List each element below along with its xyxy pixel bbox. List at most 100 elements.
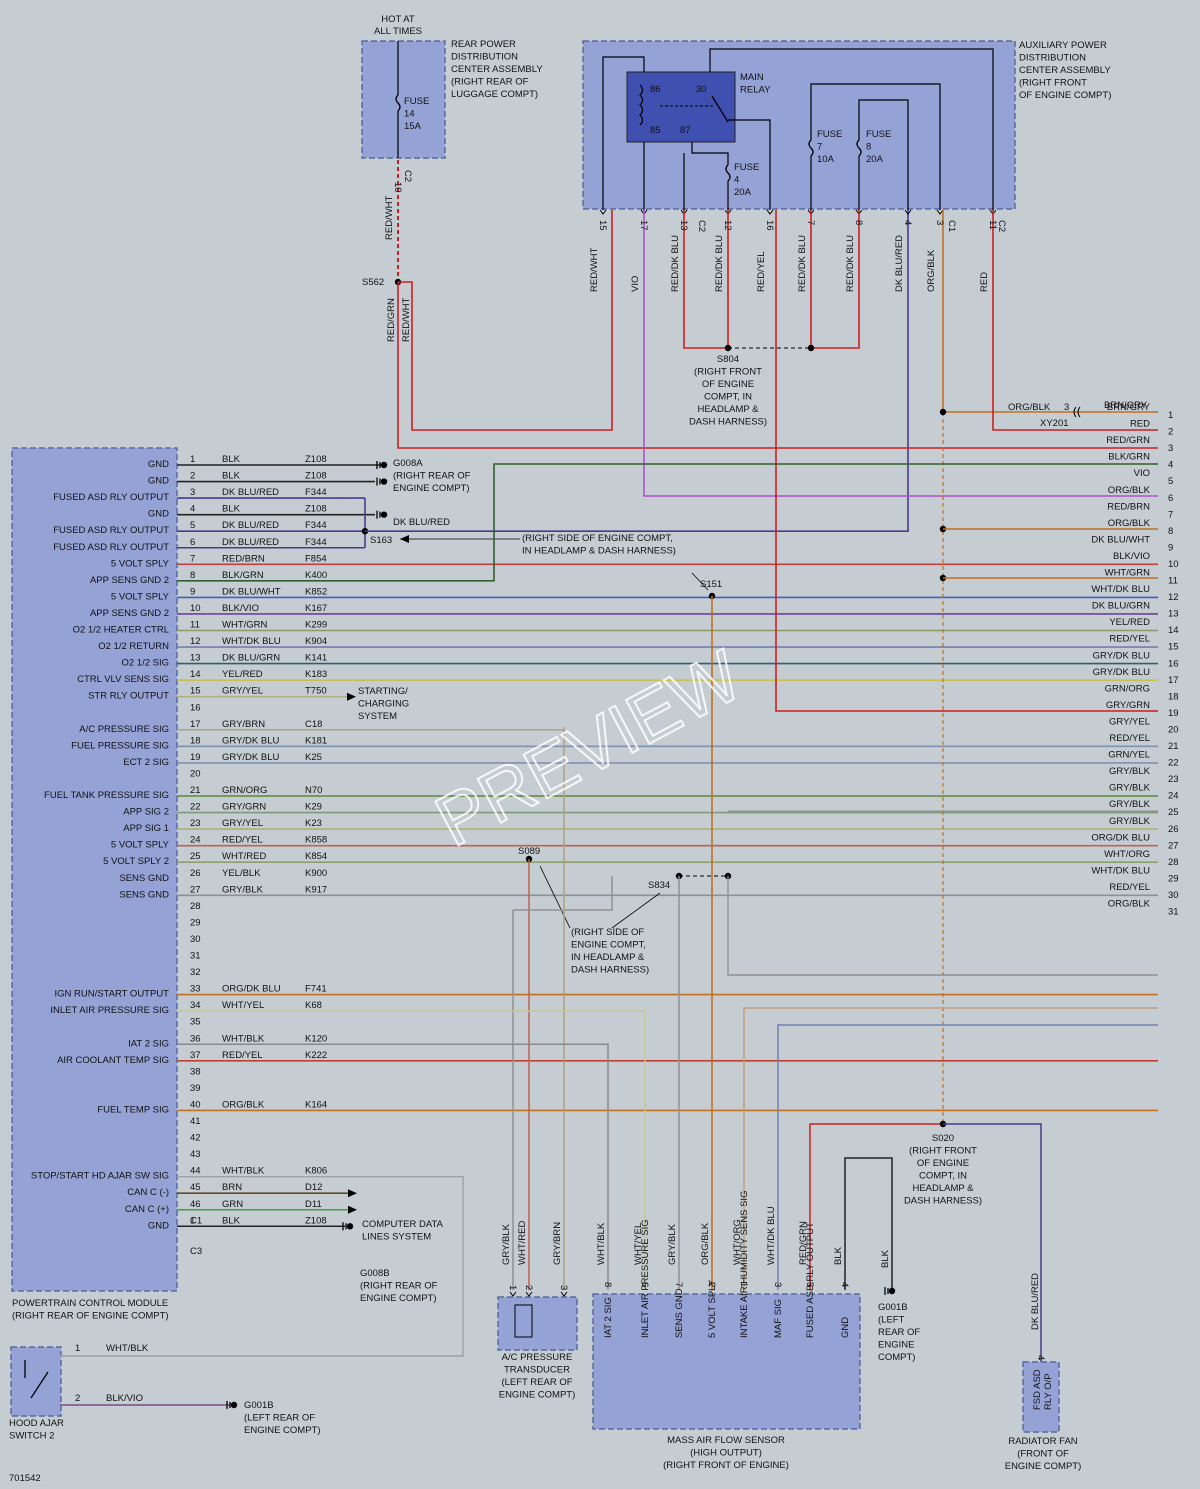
xy201-pin: 3 (1064, 402, 1069, 413)
aux-connector-icon (904, 209, 912, 215)
rear-pdc-box (361, 40, 446, 159)
pcm-pin-number: 17 (190, 719, 201, 730)
rad-fan-label: RADIATOR FAN (1008, 1436, 1077, 1447)
right-conn-wire-color: GRY/BLK (1109, 783, 1151, 794)
pcm-pin-number: 22 (190, 802, 201, 813)
pcm-pin-label: A/C PRESSURE SIG (79, 724, 169, 735)
main-relay (626, 71, 736, 143)
pcm-circuit-code: K904 (305, 636, 327, 647)
xy201-wire-label: BRN/GRY (1104, 400, 1148, 411)
pcm-circuit-code: F344 (305, 520, 327, 531)
ac-transducer-label: A/C PRESSURE (502, 1352, 573, 1363)
right-conn-wire-color: VIO (1134, 468, 1150, 479)
splice-s804-label: COMPT, IN (704, 392, 752, 403)
right-conn-pin: 2 (1168, 427, 1173, 438)
ground-g001b-label: G001B (244, 1400, 274, 1411)
splice-s089-note: DASH HARNESS) (571, 965, 649, 976)
main-relay-label: RELAY (740, 85, 771, 96)
ground-g008b-icon (346, 1223, 354, 1230)
maf-wire-label: BLK (833, 1246, 844, 1265)
pcm-wire-color: BLK (222, 504, 241, 515)
splice-s804-label: HEADLAMP & (697, 404, 759, 415)
maf-pin-number: 4 (839, 1282, 850, 1287)
red-wire (992, 210, 1158, 431)
fuse-7-label: 10A (817, 154, 835, 165)
aux-pin-number: 7 (805, 220, 816, 225)
pcm-circuit-code: D12 (305, 1182, 322, 1193)
pcm-circuit-code: K29 (305, 802, 322, 813)
aux-pin-number: C1 (946, 220, 957, 232)
ground-g008a-label: G008A (393, 458, 423, 469)
starting-system-arrow-icon (347, 692, 356, 701)
pcm-pin-number: 36 (190, 1033, 201, 1044)
pcm-circuit-code: K25 (305, 752, 322, 763)
pcm-pin-number: 11 (190, 620, 200, 631)
right-conn-wire-color: WHT/GRN (1105, 568, 1151, 579)
red-grn-wire (397, 282, 1158, 449)
pcm-wire-color: RED/BRN (222, 553, 265, 564)
ground-g008a-label: ENGINE COMPT) (393, 483, 470, 494)
right-conn-pin: 30 (1168, 890, 1179, 901)
right-conn-wire-color: ORG/BLK (1108, 485, 1151, 496)
leader-arrow-icon (400, 535, 409, 543)
rear-pdc-cavity: 10 (392, 182, 403, 193)
right-conn-pin: 22 (1168, 758, 1179, 769)
maf-box (592, 1293, 861, 1430)
ground-g001b-label: ENGINE COMPT) (244, 1425, 321, 1436)
pcm-pin-label: APP SIG 1 (123, 823, 169, 834)
pcm-wire-color: DK BLU/RED (222, 520, 279, 531)
maf-pin-signal: SENS GND (674, 1288, 685, 1338)
pcm-wire-color: DK BLU/GRN (222, 653, 280, 664)
maf-pin-signal: FUSED ASD RLY OUTPUT (805, 1222, 816, 1338)
red-wht-wire (398, 210, 613, 431)
pcm-pin-label: CAN C (+) (125, 1204, 169, 1215)
pcm-wire-color: WHT/BLK (222, 1166, 265, 1177)
splice-dot (939, 408, 947, 416)
pcm-pin-label: O2 1/2 SIG (121, 658, 169, 669)
right-conn-pin: 4 (1168, 460, 1173, 471)
relay-pin: 30 (696, 84, 707, 95)
maf-pin-number: 7 (673, 1282, 684, 1287)
leader-line (539, 865, 571, 929)
rad-fan-label: (FRONT OF (1017, 1449, 1069, 1460)
aux-pin-number: 8 (853, 220, 864, 225)
wht-dk-blu-wire (777, 1024, 1158, 1290)
right-conn-pin: 12 (1168, 592, 1179, 603)
red-yel-wire (775, 210, 1158, 712)
ac-pin-number: 1 (507, 1285, 518, 1290)
ground-g001b-icon (230, 1401, 238, 1409)
pcm-pin-number: 18 (190, 735, 201, 746)
splice-s020-label: HEADLAMP & (912, 1183, 974, 1194)
fuse-8-icon (856, 139, 862, 157)
pcm-pin-number: 6 (190, 537, 195, 548)
ac-pin-number: 2 (523, 1285, 534, 1290)
pcm-wire-color: GRN/ORG (222, 785, 267, 796)
pcm-circuit-code: T750 (305, 686, 327, 697)
pcm-pin-label: CTRL VLV SENS SIG (77, 674, 169, 685)
right-conn-pin: 27 (1168, 840, 1179, 851)
ac-connector-icon (525, 1291, 533, 1297)
pcm-pin-number: 19 (190, 752, 201, 763)
pcm-wire-color: BRN (222, 1182, 242, 1193)
pcm-pin-label: FUSED ASD RLY OUTPUT (53, 542, 169, 553)
aux-wire-label: RED/WHT (589, 247, 600, 292)
relay-pin: 86 (650, 84, 661, 95)
pcm-pin-number: 29 (190, 917, 201, 928)
splice-s804-label: DASH HARNESS) (689, 417, 767, 428)
fuse-4-label: 4 (734, 175, 739, 186)
pcm-wire-color: WHT/RED (222, 851, 266, 862)
right-conn-wire-color: GRY/YEL (1109, 716, 1150, 727)
splice-s089-label: S089 (518, 846, 540, 857)
right-conn-pin: 16 (1168, 658, 1179, 669)
aux-pin-number: C2 (696, 220, 707, 232)
pcm-circuit-code: K400 (305, 570, 327, 581)
pcm-label: POWERTRAIN CONTROL MODULE (12, 1298, 168, 1309)
fuse-14-label: FUSE (404, 96, 429, 107)
rad-fan-inner-label: FSD ASD (1032, 1369, 1043, 1410)
right-conn-pin: 24 (1168, 791, 1179, 802)
fuse-7-icon (808, 139, 814, 157)
pcm-pin-number: 2 (190, 471, 195, 482)
hot-at-all-times-label: ALL TIMES (374, 26, 422, 37)
red-dk-blu-wire (810, 210, 860, 349)
